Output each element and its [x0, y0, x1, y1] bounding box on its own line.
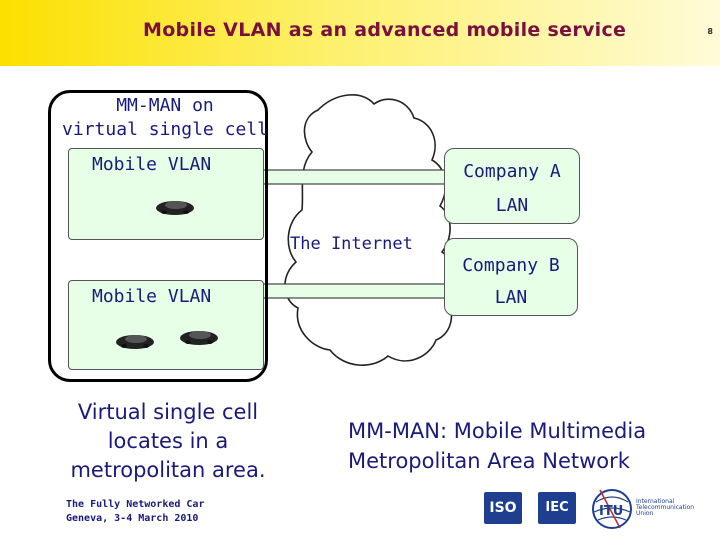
vlan-bottom-box [68, 280, 264, 370]
company-b-lan: Company B LAN [444, 238, 578, 316]
mm-man-definition: MM-MAN: Mobile Multimedia Metropolitan A… [348, 416, 646, 476]
slide-header [0, 0, 720, 66]
footer-line1: The Fully Networked Car [66, 499, 205, 510]
internet-label: The Internet [290, 234, 413, 254]
mm-man-label-line1: MM-MAN on [116, 95, 214, 116]
company-a-lan: Company A LAN [444, 148, 580, 224]
event-footer: The Fully Networked Car Geneva, 3-4 Marc… [66, 498, 204, 526]
mm-def-line2: Metropolitan Area Network [348, 449, 630, 473]
mm-def-line1: MM-MAN: Mobile Multimedia [348, 419, 647, 443]
footer-line2: Geneva, 3-4 March 2010 [66, 513, 199, 524]
itu-name: International Telecommunication Union [636, 499, 694, 517]
company-b-lan-label: LAN [494, 287, 528, 308]
slide-title: Mobile VLAN as an advanced mobile servic… [143, 19, 627, 41]
itu-name-line2: Telecommunication [636, 504, 695, 511]
iso-logo: ISO [484, 492, 522, 524]
virtual-caption-line3: metropolitan area. [70, 458, 266, 482]
itu-name-line1: International [636, 498, 675, 505]
cloud-icon [284, 94, 455, 366]
vlan-bottom-label: Mobile VLAN [92, 286, 212, 307]
link-company-a [261, 169, 459, 185]
vlan-top-label: Mobile VLAN [92, 154, 212, 175]
link-company-b [261, 283, 459, 299]
itu-logo: ITU [592, 489, 632, 529]
itu-name-line3: Union [636, 510, 654, 517]
page-number: 8 [707, 27, 713, 36]
company-a-label: Company A [463, 161, 561, 182]
virtual-caption-line2: locates in a [107, 429, 229, 453]
vlan-top-box [68, 148, 264, 240]
company-a-lan-label: LAN [495, 195, 529, 216]
iec-logo: IEC [538, 492, 576, 524]
itu-logo-text: ITU [599, 504, 623, 519]
virtual-cell-caption: Virtual single cell locates in a metropo… [40, 398, 296, 485]
mm-man-label: MM-MAN on virtual single cell [60, 94, 270, 142]
mm-man-cell [48, 90, 268, 382]
mm-man-label-line2: virtual single cell [62, 119, 268, 140]
company-b-label: Company B [462, 255, 560, 276]
virtual-caption-line1: Virtual single cell [77, 400, 259, 424]
